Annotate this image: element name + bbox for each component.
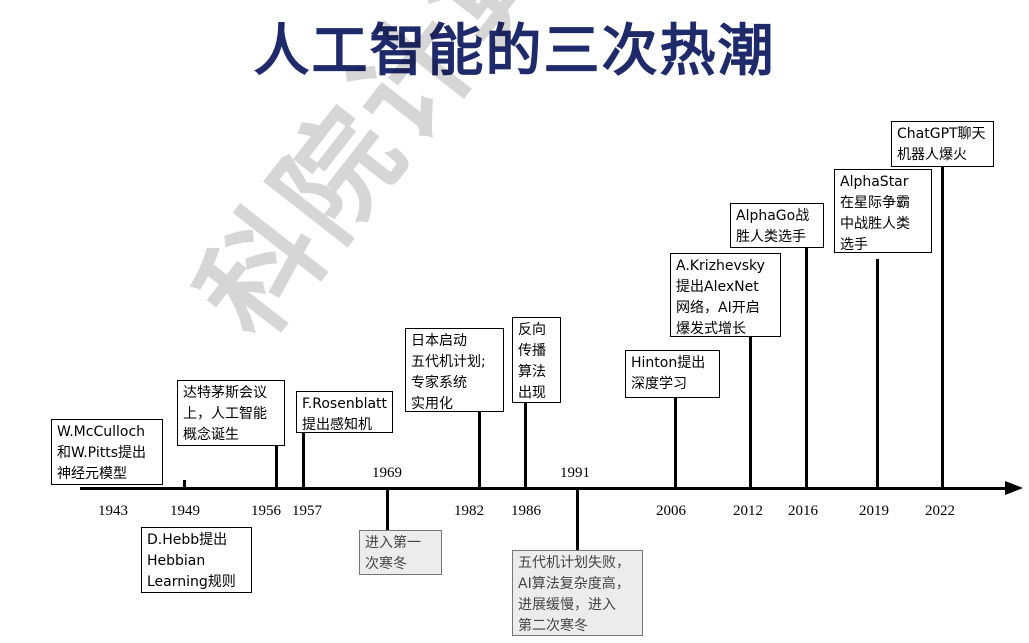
stem-1957 bbox=[302, 430, 305, 488]
stem-2006 bbox=[674, 397, 677, 488]
timeline-arrowhead bbox=[1005, 481, 1023, 495]
stem-2012 bbox=[749, 336, 752, 488]
event-1957: F.Rosenblatt 提出感知机 bbox=[296, 391, 393, 433]
year-label: 1991 bbox=[560, 465, 590, 481]
stem-1982 bbox=[478, 410, 481, 488]
event-2006: Hinton提出 深度学习 bbox=[625, 350, 720, 398]
year-label: 1956 bbox=[251, 503, 281, 519]
event-2022: ChatGPT聊天 机器人爆火 bbox=[891, 121, 994, 167]
event-1986: 反向 传播 算法 出现 bbox=[512, 317, 561, 403]
year-label: 2022 bbox=[925, 503, 955, 519]
event-1943: W.McCulloch 和W.Pitts提出 神经元模型 bbox=[51, 419, 163, 485]
timeline-axis bbox=[80, 487, 1008, 490]
event-2019: AlphaStar 在星际争霸 中战胜人类 选手 bbox=[834, 169, 932, 253]
event-1949: D.Hebb提出 Hebbian Learning规则 bbox=[141, 527, 252, 593]
year-label: 2012 bbox=[733, 503, 763, 519]
stem-1956 bbox=[275, 443, 278, 488]
page-title: 人工智能的三次热潮 bbox=[253, 19, 776, 84]
stem-1991 bbox=[576, 488, 579, 553]
stem-2019 bbox=[876, 259, 879, 488]
stem-1986 bbox=[524, 400, 527, 488]
year-label: 2006 bbox=[656, 503, 686, 519]
event-2016: AlphaGo战 胜人类选手 bbox=[730, 203, 824, 248]
stem-1969 bbox=[386, 488, 389, 533]
event-1991: 五代机计划失败， AI算法复杂度高， 进展缓慢，进入 第二次寒冬 bbox=[512, 550, 643, 636]
year-label: 2016 bbox=[788, 503, 818, 519]
event-1982: 日本启动 五代机计划; 专家系统 实用化 bbox=[405, 328, 504, 412]
year-label: 1969 bbox=[372, 465, 402, 481]
year-label: 1982 bbox=[454, 503, 484, 519]
stem-2016 bbox=[805, 247, 808, 488]
year-label: 1986 bbox=[511, 503, 541, 519]
year-label: 2019 bbox=[859, 503, 889, 519]
stem-1949 bbox=[183, 480, 186, 488]
year-label: 1949 bbox=[170, 503, 200, 519]
event-1969: 进入第一 次寒冬 bbox=[359, 530, 442, 575]
stem-2022 bbox=[941, 165, 944, 488]
year-label: 1943 bbox=[98, 503, 128, 519]
event-2012: A.Krizhevsky 提出AlexNet 网络，AI开启 爆发式增长 bbox=[670, 253, 781, 337]
year-label: 1957 bbox=[292, 503, 322, 519]
event-1956: 达特茅斯会议 上，人工智能 概念诞生 bbox=[177, 380, 285, 446]
